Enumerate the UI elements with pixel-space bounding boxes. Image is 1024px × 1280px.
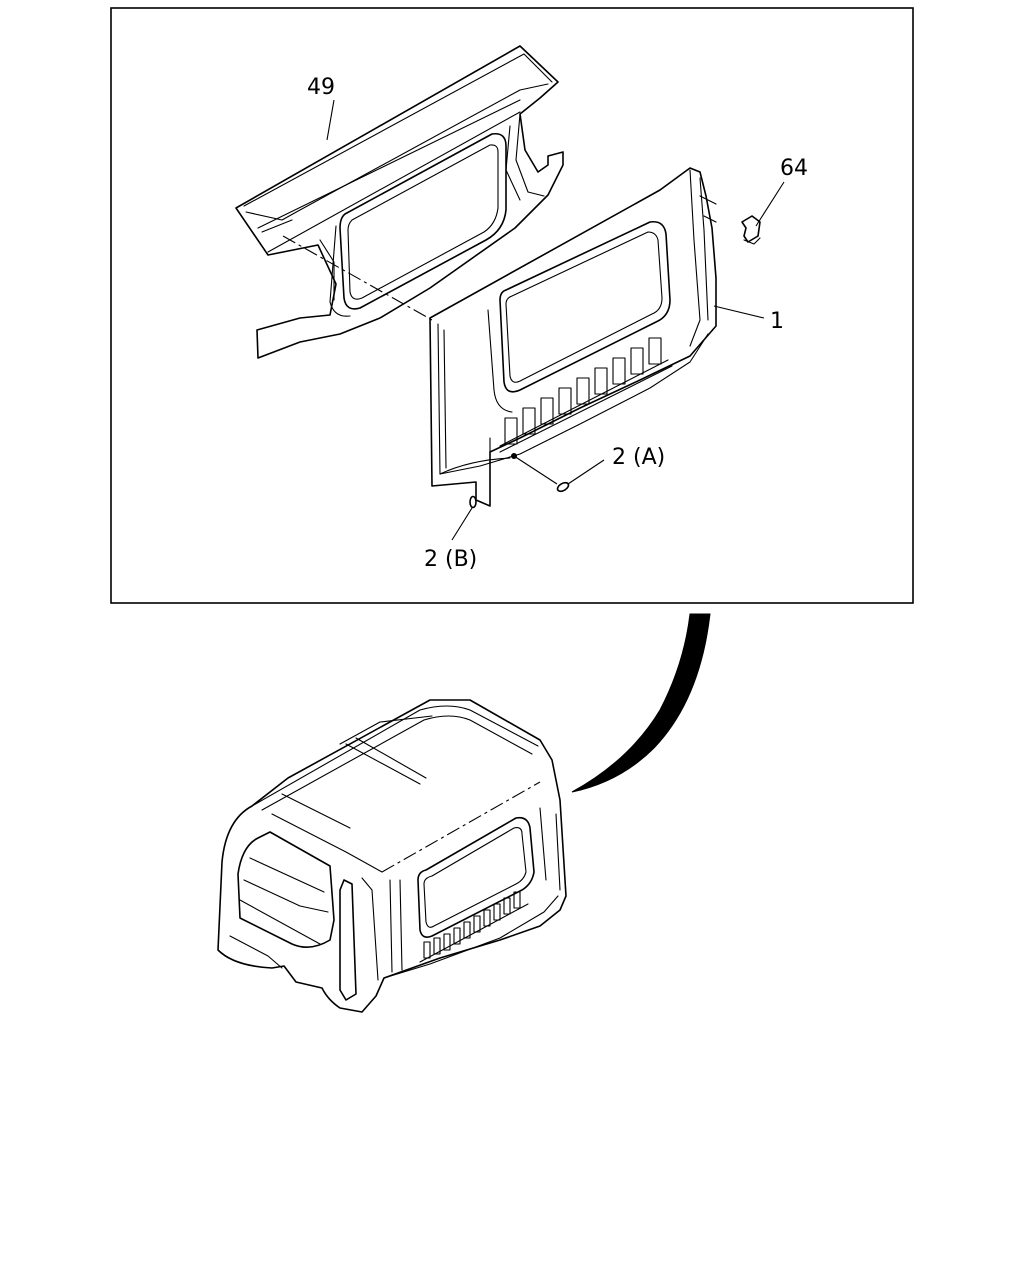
cab-body-overview (217, 699, 567, 1013)
leader-64 (755, 181, 785, 227)
callout-2b: 2 (B) (424, 547, 477, 572)
roof-header-panel (235, 45, 564, 359)
leader-2a (567, 459, 605, 485)
plug-2a (556, 481, 570, 493)
detail-frame (110, 7, 914, 604)
rear-side-panel (429, 167, 717, 507)
plug-2b (469, 495, 477, 509)
callout-1: 1 (770, 309, 784, 334)
louver-slots (499, 337, 673, 453)
leader-1 (713, 305, 765, 319)
assembly-line (282, 235, 433, 321)
leader-49 (326, 99, 335, 141)
callout-64: 64 (780, 156, 808, 181)
leader-2b (451, 507, 473, 541)
callout-49: 49 (307, 75, 335, 100)
callout-2a: 2 (A) (612, 445, 665, 470)
clip-part (741, 215, 761, 245)
assembly-line-2a (513, 455, 558, 485)
detail-connector (571, 613, 711, 793)
